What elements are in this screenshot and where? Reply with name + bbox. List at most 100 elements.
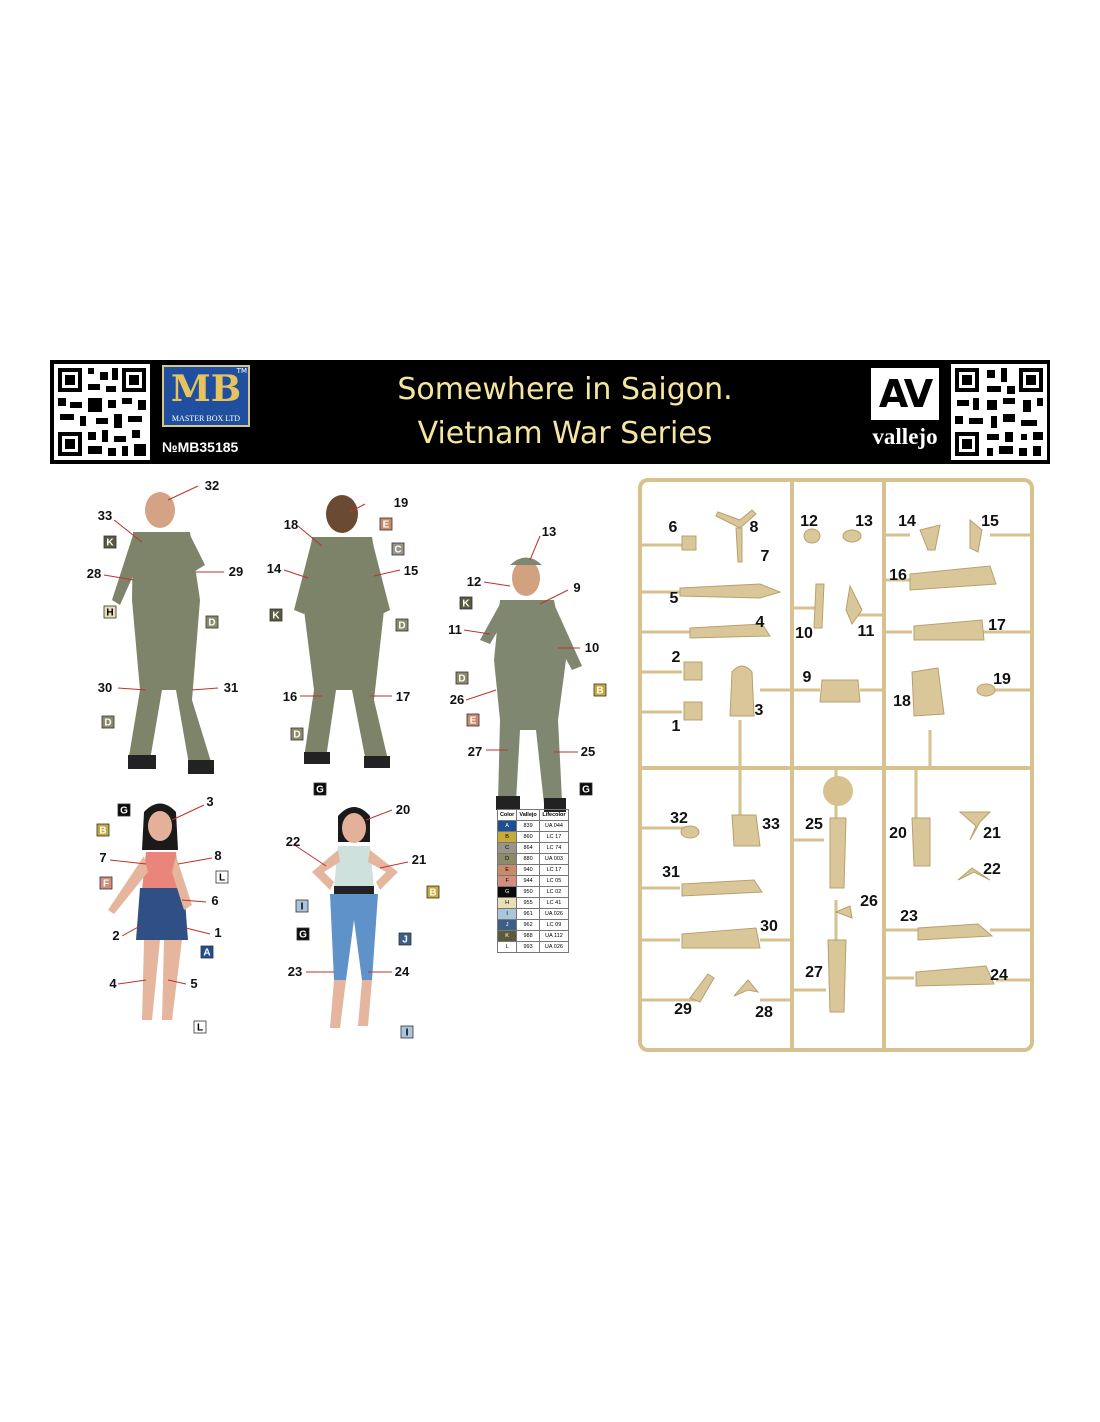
callout-number: 21 — [412, 852, 426, 867]
lifecolor-code-cell: UA 003 — [538, 853, 570, 865]
callout-number: 15 — [404, 563, 418, 578]
color-letter: J — [402, 935, 408, 946]
callout-number: 25 — [581, 744, 595, 759]
sprue-part-number: 1 — [672, 718, 681, 735]
sprue-part-number: 27 — [805, 964, 823, 981]
color-letter: B — [99, 826, 106, 837]
color-letter-box: K — [103, 535, 117, 549]
color-letter-box: D — [205, 615, 219, 629]
sprue-part-number: 10 — [795, 625, 813, 642]
color-letter-box: D — [101, 715, 115, 729]
callout-number: 2 — [112, 928, 119, 943]
color-letter-box: D — [455, 671, 469, 685]
color-swatch-cell: E — [496, 864, 518, 876]
callout-number: 13 — [542, 524, 556, 539]
sprue-part-number: 14 — [898, 513, 916, 530]
sprue-part-number: 21 — [983, 825, 1001, 842]
color-letter: L — [197, 1023, 203, 1034]
lifecolor-code-cell: LC 17 — [538, 831, 570, 843]
color-letter-box: G — [579, 782, 593, 796]
leader-lines — [103, 485, 580, 985]
sprue-part-number: 30 — [760, 918, 778, 935]
sprue-part-number: 11 — [858, 623, 875, 640]
sprue-part-number: 16 — [889, 567, 907, 584]
page-title: Somewhere in Saigon. Vietnam War Series — [330, 368, 800, 456]
color-table-header-cell: Vallejo — [516, 809, 540, 821]
sprue-part-number: 4 — [756, 614, 765, 631]
color-letter: D — [293, 730, 300, 741]
vallejo-code-cell: 961 — [516, 908, 540, 920]
color-letter-box: G — [117, 803, 131, 817]
color-letter: H — [106, 608, 113, 619]
qr-code-left — [54, 364, 150, 460]
sprue-part-number: 15 — [981, 513, 999, 530]
sprue-part-number: 29 — [674, 1001, 692, 1018]
sprue-part-number: 9 — [803, 669, 812, 686]
color-swatch-cell: D — [496, 853, 518, 865]
color-letter-box: E — [379, 517, 393, 531]
color-letter-box: I — [400, 1025, 414, 1039]
callout-number: 3 — [206, 794, 213, 809]
callout-number: 10 — [585, 640, 599, 655]
vallejo-code-cell: 839 — [516, 820, 540, 832]
lifecolor-code-cell: LC 17 — [538, 864, 570, 876]
qr-code-right — [951, 364, 1047, 460]
color-letter: D — [398, 621, 405, 632]
color-letter: D — [458, 674, 465, 685]
sprue-part-number: 17 — [988, 617, 1006, 634]
sprue-part-number: 3 — [755, 702, 764, 719]
color-letter: G — [299, 930, 307, 941]
figure-soldier-3 — [480, 557, 582, 812]
color-letter: I — [301, 902, 304, 913]
lifecolor-code-cell: UA 026 — [538, 908, 570, 920]
color-letter: G — [316, 785, 324, 796]
color-letter-box: E — [466, 713, 480, 727]
vallejo-code-cell: 955 — [516, 897, 540, 909]
qr-code-left-icon — [58, 368, 146, 456]
lifecolor-code-cell: UA 026 — [538, 941, 570, 953]
sprue-part-number: 28 — [755, 1004, 773, 1021]
callout-number: 17 — [396, 689, 410, 704]
sprue-part-number: 26 — [860, 893, 878, 910]
color-letter-box: G — [296, 927, 310, 941]
color-letter-box: H — [103, 605, 117, 619]
sprue-part-number: 12 — [800, 513, 818, 530]
color-letter: I — [406, 1028, 409, 1039]
color-letter: C — [394, 545, 401, 556]
callout-number: 1 — [214, 925, 221, 940]
callout-number: 4 — [109, 976, 117, 991]
callout-number: 9 — [573, 580, 580, 595]
color-letter-box: D — [290, 727, 304, 741]
callout-number: 33 — [98, 508, 112, 523]
callout-number: 28 — [87, 566, 101, 581]
sprue-part-number: 24 — [990, 967, 1008, 984]
av-logo: AV — [869, 366, 941, 422]
sprue-part-number: 7 — [761, 548, 770, 565]
callout-number: 30 — [98, 680, 112, 695]
color-letter-box: L — [215, 870, 229, 884]
callout-number: 7 — [99, 850, 106, 865]
color-letter: E — [383, 520, 390, 531]
color-letter: F — [103, 879, 109, 890]
color-table-header: Color Vallejo Lifecolor — [496, 809, 570, 821]
sprue-part-number: 20 — [889, 825, 907, 842]
color-letter: E — [470, 716, 477, 727]
callout-number: 18 — [284, 517, 298, 532]
callout-number: 19 — [394, 495, 408, 510]
color-letter-box: G — [313, 782, 327, 796]
vallejo-code-cell: 950 — [516, 886, 540, 898]
mb-logo-subtitle: MASTER BOX LTD — [171, 414, 241, 423]
color-letter: D — [104, 718, 111, 729]
callout-number: 23 — [288, 964, 302, 979]
color-letter: K — [106, 538, 114, 549]
color-swatch-cell: G — [496, 886, 518, 898]
color-letter: K — [462, 599, 470, 610]
title-line-1: Somewhere in Saigon. — [397, 372, 733, 407]
color-letter-box: C — [391, 542, 405, 556]
